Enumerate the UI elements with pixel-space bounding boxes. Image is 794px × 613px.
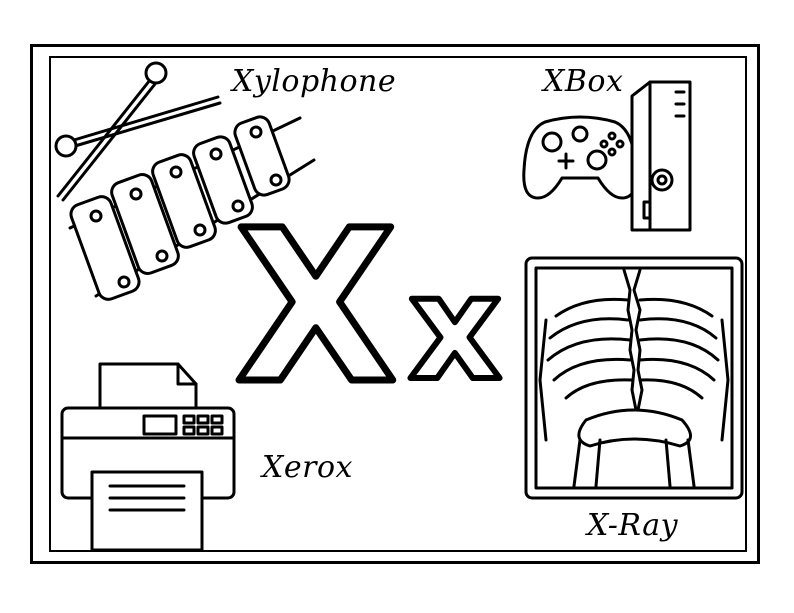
outer-frame bbox=[30, 44, 760, 564]
inner-frame bbox=[49, 56, 747, 552]
lowercase-letter: x bbox=[408, 244, 502, 413]
xerox-label: Xerox bbox=[262, 450, 353, 485]
xbox-label: XBox bbox=[543, 64, 624, 99]
xray-label: X-Ray bbox=[587, 508, 679, 543]
xylophone-label: Xylophone bbox=[232, 64, 397, 99]
uppercase-letter: X bbox=[235, 185, 397, 430]
